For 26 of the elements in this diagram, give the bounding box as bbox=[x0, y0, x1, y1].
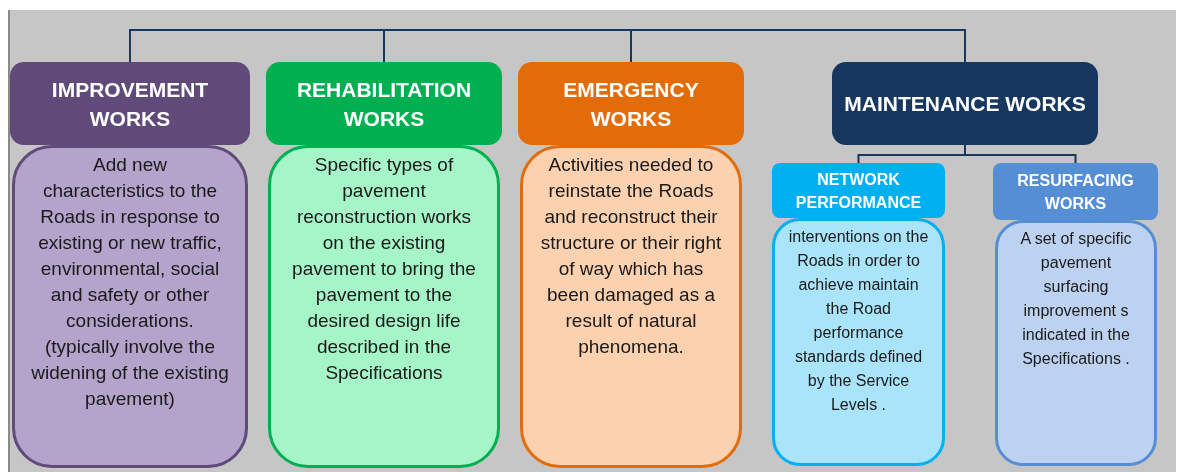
connector-line bbox=[964, 144, 1077, 164]
description-box bbox=[772, 218, 945, 466]
description-text: Specific types of pavement reconstruction works on the existing pavement to bring the pavement to the desired design life described in the Specifications bbox=[291, 153, 477, 385]
connector-line bbox=[630, 29, 966, 63]
header-text: REHABILITATION WORKS bbox=[295, 76, 473, 132]
header-text: MAINTENANCE WORKS bbox=[844, 91, 1086, 117]
description-box bbox=[12, 145, 248, 468]
connector-line bbox=[129, 29, 385, 63]
description-box bbox=[995, 220, 1157, 466]
header-box bbox=[832, 62, 1098, 145]
description-text: interventions on the Roads in order to achieve maintain the Road performance standards defined by the Service Levels . bbox=[787, 227, 930, 415]
header-text: NETWORK PERFORMANCE bbox=[794, 169, 923, 213]
header-box bbox=[10, 62, 250, 145]
description-text: Add new characteristics to the Roads in response to existing or new traffic, environmental, social and safety or other considerations. (typically involve the widening of the existing pavement) bbox=[31, 153, 229, 411]
header-text: RESURFACING WORKS bbox=[1016, 170, 1135, 214]
description-text: A set of specific pavement surfacing improvement s indicated in the Specifications . bbox=[1019, 229, 1133, 369]
connector-line bbox=[383, 29, 632, 63]
description-box bbox=[520, 145, 742, 468]
header-box bbox=[266, 62, 502, 145]
header-text: IMPROVEMENT WORKS bbox=[50, 76, 210, 132]
description-box bbox=[268, 145, 500, 468]
header-text: EMERGENCY WORKS bbox=[562, 76, 700, 132]
header-box bbox=[772, 163, 945, 218]
header-box bbox=[518, 62, 744, 145]
header-box bbox=[993, 163, 1158, 220]
description-text: Activities needed to reinstate the Roads and reconstruct their structure or their right of way which has been damaged as a result of natural phenomena. bbox=[539, 153, 723, 359]
